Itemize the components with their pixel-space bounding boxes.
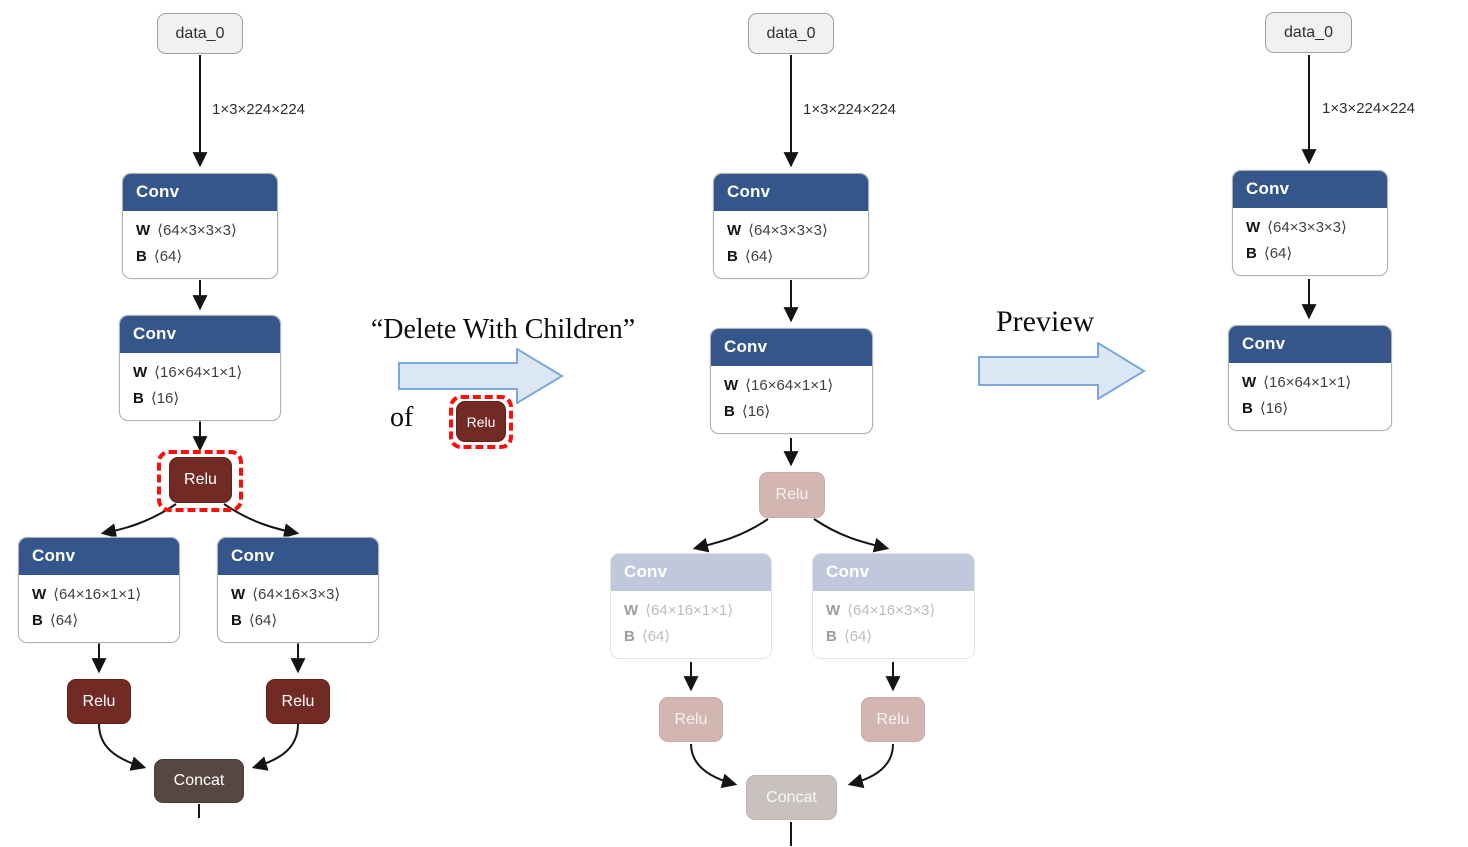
middle-conv2-node[interactable]: Conv W⟨16×64×1×1⟩ B⟨16⟩ — [710, 328, 873, 434]
bias-attr: B⟨64⟩ — [136, 247, 183, 265]
bias-attr: B⟨64⟩ — [1246, 244, 1293, 262]
middle-edge-shape-label: 1×3×224×224 — [803, 101, 897, 118]
conv-title: Conv — [120, 316, 280, 353]
bias-attr: B⟨64⟩ — [624, 627, 671, 645]
middle-conv-branch-right-node-faded[interactable]: Conv W⟨64×16×3×3⟩ B⟨64⟩ — [812, 553, 975, 659]
conv-title: Conv — [1233, 171, 1387, 208]
conv-title: Conv — [711, 329, 872, 366]
weight-attr: W⟨64×16×1×1⟩ — [624, 602, 734, 619]
weight-attr: W⟨64×16×3×3⟩ — [826, 602, 936, 619]
left-relu-top-node[interactable]: Relu — [169, 457, 232, 503]
bias-attr: B⟨16⟩ — [1242, 399, 1289, 417]
conv-title: Conv — [218, 538, 378, 575]
conv-title: Conv — [714, 174, 868, 211]
weight-attr: W⟨64×16×3×3⟩ — [231, 586, 341, 603]
bias-attr: B⟨64⟩ — [231, 611, 278, 629]
delete-action-arrow-icon — [398, 348, 564, 404]
weight-attr: W⟨16×64×1×1⟩ — [724, 377, 834, 394]
conv-title: Conv — [813, 554, 974, 591]
left-relu-right-node[interactable]: Relu — [266, 679, 330, 724]
conv-attrs: W⟨64×16×3×3⟩ B⟨64⟩ — [218, 575, 378, 642]
right-conv1-node[interactable]: Conv W⟨64×3×3×3⟩ B⟨64⟩ — [1232, 170, 1388, 276]
weight-attr: W⟨16×64×1×1⟩ — [1242, 374, 1352, 391]
bias-attr: B⟨64⟩ — [826, 627, 873, 645]
weight-attr: W⟨64×3×3×3⟩ — [136, 222, 237, 239]
bias-attr: B⟨16⟩ — [133, 389, 180, 407]
weight-attr: W⟨64×3×3×3⟩ — [727, 222, 828, 239]
conv-attrs: W⟨16×64×1×1⟩ B⟨16⟩ — [711, 366, 872, 433]
selection-highlight-box — [157, 450, 243, 512]
middle-relu-left-node-faded[interactable]: Relu — [659, 697, 723, 742]
conv-title: Conv — [123, 174, 277, 211]
middle-relu-top-node-faded[interactable]: Relu — [759, 472, 825, 518]
left-conv-branch-left-node[interactable]: Conv W⟨64×16×1×1⟩ B⟨64⟩ — [18, 537, 180, 643]
target-relu-highlight-box — [449, 395, 513, 449]
conv-attrs: W⟨64×16×3×3⟩ B⟨64⟩ — [813, 591, 974, 658]
conv-title: Conv — [1229, 326, 1391, 363]
middle-conv1-node[interactable]: Conv W⟨64×3×3×3⟩ B⟨64⟩ — [713, 173, 869, 279]
conv-attrs: W⟨64×16×1×1⟩ B⟨64⟩ — [611, 591, 771, 658]
left-concat-node[interactable]: Concat — [154, 759, 244, 803]
left-relu-left-node[interactable]: Relu — [67, 679, 131, 724]
conv-title: Conv — [611, 554, 771, 591]
middle-concat-node-faded[interactable]: Concat — [746, 775, 837, 820]
preview-arrow-icon — [978, 342, 1146, 400]
conv-attrs: W⟨64×3×3×3⟩ B⟨64⟩ — [123, 211, 277, 278]
conv-attrs: W⟨16×64×1×1⟩ B⟨16⟩ — [1229, 363, 1391, 430]
left-conv-branch-right-node[interactable]: Conv W⟨64×16×3×3⟩ B⟨64⟩ — [217, 537, 379, 643]
right-edge-shape-label: 1×3×224×224 — [1322, 100, 1416, 117]
bias-attr: B⟨64⟩ — [727, 247, 774, 265]
right-data0-node[interactable]: data_0 — [1265, 12, 1352, 53]
preview-label: Preview — [996, 305, 1095, 338]
weight-attr: W⟨64×3×3×3⟩ — [1246, 219, 1347, 236]
middle-conv-branch-left-node-faded[interactable]: Conv W⟨64×16×1×1⟩ B⟨64⟩ — [610, 553, 772, 659]
delete-with-children-label: “Delete With Children” — [370, 314, 636, 345]
conv-attrs: W⟨64×16×1×1⟩ B⟨64⟩ — [19, 575, 179, 642]
conv-title: Conv — [19, 538, 179, 575]
of-label: of — [390, 402, 414, 433]
middle-data0-node[interactable]: data_0 — [748, 13, 834, 54]
weight-attr: W⟨64×16×1×1⟩ — [32, 586, 142, 603]
conv-attrs: W⟨64×3×3×3⟩ B⟨64⟩ — [714, 211, 868, 278]
target-relu-chip: Relu — [456, 401, 506, 442]
conv-attrs: W⟨16×64×1×1⟩ B⟨16⟩ — [120, 353, 280, 420]
middle-relu-right-node-faded[interactable]: Relu — [861, 697, 925, 742]
right-conv2-node[interactable]: Conv W⟨16×64×1×1⟩ B⟨16⟩ — [1228, 325, 1392, 431]
bias-attr: B⟨64⟩ — [32, 611, 79, 629]
weight-attr: W⟨16×64×1×1⟩ — [133, 364, 243, 381]
left-edge-shape-label: 1×3×224×224 — [212, 101, 306, 118]
left-data0-node[interactable]: data_0 — [157, 13, 243, 54]
left-conv1-node[interactable]: Conv W⟨64×3×3×3⟩ B⟨64⟩ — [122, 173, 278, 279]
left-conv2-node[interactable]: Conv W⟨16×64×1×1⟩ B⟨16⟩ — [119, 315, 281, 421]
bias-attr: B⟨16⟩ — [724, 402, 771, 420]
conv-attrs: W⟨64×3×3×3⟩ B⟨64⟩ — [1233, 208, 1387, 275]
middle-graph-edges — [683, 55, 901, 846]
